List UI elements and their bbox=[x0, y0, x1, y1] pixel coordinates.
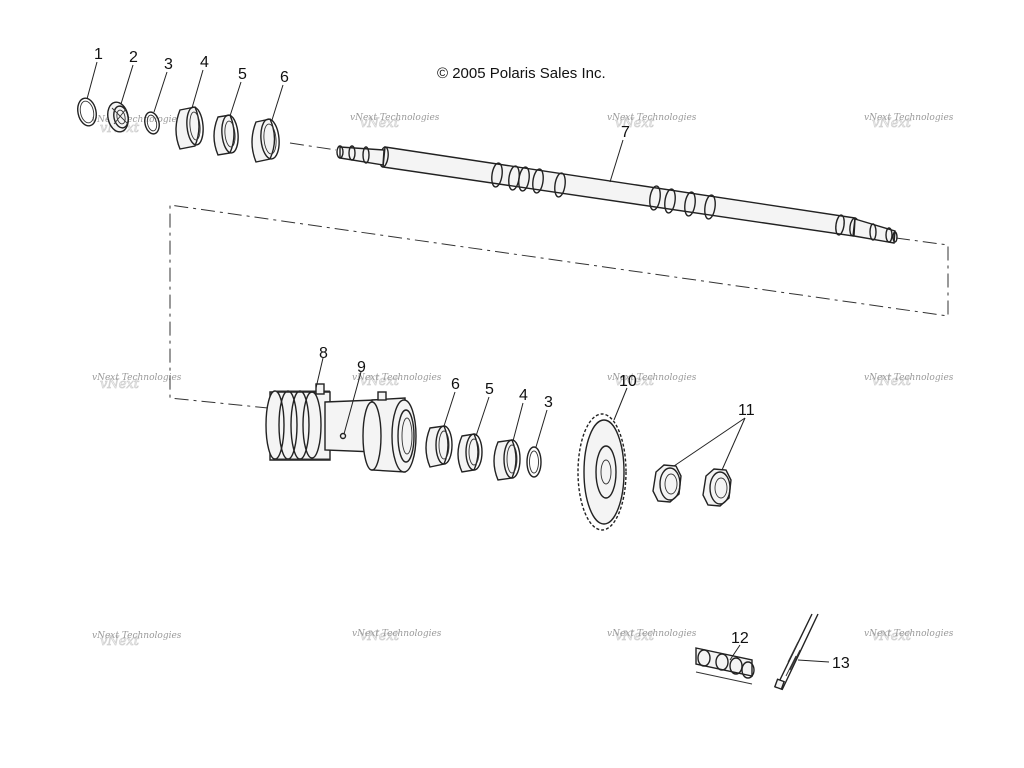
watermark-text: vNext Technologies bbox=[607, 373, 697, 383]
part-13-chain[interactable] bbox=[773, 613, 819, 691]
watermark-text: vNext Technologies bbox=[607, 113, 697, 123]
watermark-logo: vNext bbox=[872, 629, 912, 644]
callout-9: 9 bbox=[357, 359, 366, 376]
callout-12: 12 bbox=[731, 630, 749, 647]
part-7-axle-shaft[interactable] bbox=[336, 145, 898, 244]
callout-numbers: 1 2 3 4 5 6 7 8 9 6 5 4 3 10 11 12 13 bbox=[94, 46, 850, 672]
watermark-text: vNext Technologies bbox=[92, 115, 182, 125]
callout-7: 7 bbox=[621, 124, 630, 141]
part-12-master-link[interactable] bbox=[695, 647, 755, 685]
watermark-text: vNext Technologies bbox=[352, 629, 442, 639]
callout-3b: 3 bbox=[544, 394, 553, 411]
part-11-nut[interactable] bbox=[652, 464, 682, 503]
callout-4: 4 bbox=[200, 54, 209, 71]
part-8-bearing-carrier[interactable] bbox=[265, 383, 417, 473]
callout-3: 3 bbox=[164, 56, 173, 73]
watermark-logo: vNext bbox=[100, 377, 140, 392]
callout-4b: 4 bbox=[519, 387, 528, 404]
watermark-logo: vNext bbox=[100, 634, 140, 649]
watermark-text: vNext Technologies bbox=[350, 113, 440, 123]
assembly-outline bbox=[169, 142, 949, 409]
callout-2: 2 bbox=[129, 49, 138, 66]
part-5-bearing[interactable] bbox=[213, 114, 240, 156]
watermark-logo: vNext bbox=[360, 116, 400, 131]
callout-11: 11 bbox=[738, 402, 755, 419]
part-3-seal[interactable] bbox=[143, 111, 161, 135]
watermark-logo: vNext bbox=[360, 374, 400, 389]
callout-5b: 5 bbox=[485, 381, 494, 398]
watermark-text: vNext Technologies bbox=[607, 629, 697, 639]
part-6-bushing[interactable] bbox=[425, 425, 453, 468]
part-3-seal[interactable] bbox=[526, 446, 542, 478]
part-4-bushing[interactable] bbox=[175, 106, 205, 150]
watermark-text: vNext Technologies bbox=[864, 373, 954, 383]
watermark-logo: vNext bbox=[360, 629, 400, 644]
watermark-logo: vNext bbox=[872, 374, 912, 389]
watermark-text: vNext Technologies bbox=[352, 373, 442, 383]
part-5-bearing[interactable] bbox=[457, 433, 483, 473]
part-11-nut[interactable] bbox=[702, 468, 732, 507]
watermark-text: vNext Technologies bbox=[864, 629, 954, 639]
callout-6b: 6 bbox=[451, 376, 460, 393]
part-10-sprocket[interactable] bbox=[577, 413, 627, 531]
watermark-text: vNext Technologies bbox=[92, 373, 182, 383]
callout-8: 8 bbox=[319, 345, 328, 362]
watermark-text: vNext Technologies bbox=[92, 631, 182, 641]
part-2-bearing[interactable] bbox=[105, 100, 131, 134]
callout-5: 5 bbox=[238, 66, 247, 83]
callout-1: 1 bbox=[94, 46, 103, 63]
leader-lines bbox=[86, 61, 830, 663]
watermark-logo: vNext bbox=[615, 374, 655, 389]
part-1-snap-ring[interactable] bbox=[75, 96, 98, 127]
watermark-logo: vNext bbox=[872, 116, 912, 131]
part-6-bushing[interactable] bbox=[251, 118, 281, 163]
watermark-logo: vNext bbox=[615, 116, 655, 131]
callout-6: 6 bbox=[280, 69, 289, 86]
part-9-grease-fitting[interactable] bbox=[339, 432, 347, 440]
copyright-text: © 2005 Polaris Sales Inc. bbox=[437, 65, 606, 82]
watermark-text: vNext Technologies bbox=[864, 113, 954, 123]
part-4-bushing[interactable] bbox=[493, 439, 521, 481]
callout-10: 10 bbox=[619, 373, 637, 390]
callout-13: 13 bbox=[832, 655, 850, 672]
watermark-logo: vNext bbox=[615, 629, 655, 644]
